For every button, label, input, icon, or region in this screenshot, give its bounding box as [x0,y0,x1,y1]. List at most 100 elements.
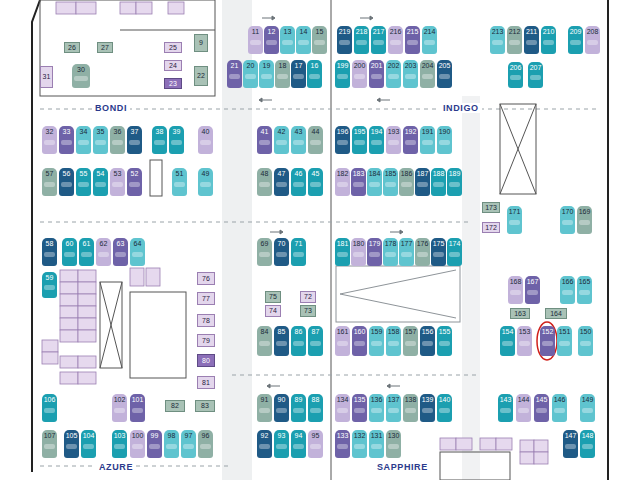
parking-space: 19 [259,60,274,88]
windshield [518,408,529,413]
parking-space: 166 [560,276,575,304]
parking-space: 169 [577,206,592,234]
parking-space: 150 [578,326,593,356]
aisle-lines [40,109,600,466]
storage-box: 9 [194,34,208,52]
space-number: 82 [166,401,184,411]
space-number: 212 [507,26,522,36]
storage-box: 163 [510,308,530,319]
windshield [509,220,520,225]
space-number: 59 [42,272,57,282]
space-number: 17 [291,60,306,70]
parking-space: 59 [42,272,57,298]
space-number: 103 [112,430,127,440]
windshield [492,40,503,45]
windshield [401,252,412,257]
windshield [373,40,384,45]
parking-space: 90 [274,394,289,422]
parking-space: 87 [308,326,323,356]
space-number: 97 [181,430,196,440]
space-number: 86 [291,326,306,336]
space-number: 22 [195,67,207,85]
outer-wall [32,0,40,472]
windshield [371,74,382,79]
windshield [371,140,382,145]
space-number: 54 [93,168,108,178]
windshield [422,341,433,346]
space-number: 206 [508,62,523,72]
parking-space: 145 [534,394,549,422]
space-number: 41 [257,126,272,136]
storage-box: 81 [197,376,215,389]
parking-space: 153 [517,326,532,356]
space-number: 132 [352,430,367,440]
windshield [337,252,348,257]
parking-space: 193 [386,126,401,154]
parking-space: 155 [437,326,452,356]
windshield [542,341,553,346]
space-number: 196 [335,126,350,136]
windshield [293,140,304,145]
space-number: 24 [165,61,181,70]
parking-space: 175 [431,238,446,266]
windshield [500,408,511,413]
space-number: 146 [552,394,567,404]
parking-space: 134 [335,394,350,422]
windshield [388,341,399,346]
windshield [580,341,591,346]
parking-space: 168 [508,276,523,304]
parking-space: 138 [403,394,418,422]
parking-space: 144 [516,394,531,422]
parking-space: 13 [280,26,295,54]
parking-space: 154 [500,326,515,356]
space-number: 26 [65,43,79,52]
storage-box: 24 [164,60,182,71]
windshield [390,40,401,45]
parking-space: 209 [568,26,583,54]
space-number: 195 [352,126,367,136]
parking-space: 183 [351,168,366,196]
windshield [385,252,396,257]
parking-space: 218 [354,26,369,54]
windshield [112,182,123,187]
windshield [293,182,304,187]
parking-space: 200 [352,60,367,88]
space-number: 79 [198,335,214,346]
parking-space: 52 [127,168,142,196]
parking-space: 97 [181,430,196,458]
space-number: 174 [447,238,462,248]
space-number: 43 [291,126,306,136]
windshield [154,140,165,145]
space-number: 85 [274,326,289,336]
space-number: 44 [308,126,323,136]
space-number: 63 [113,238,128,248]
space-number: 87 [308,326,323,336]
space-number: 139 [420,394,435,404]
parking-space: 62 [96,238,111,266]
windshield [353,252,364,257]
windshield [293,444,304,449]
parking-space: 187 [415,168,430,196]
windshield [310,444,321,449]
parking-space: 41 [257,126,272,154]
storage-box: 23 [164,78,182,89]
windshield [559,341,570,346]
windshield [276,182,287,187]
space-number: 61 [79,238,94,248]
space-number: 93 [274,430,289,440]
space-number: 159 [369,326,384,336]
space-number: 19 [259,60,274,70]
space-number: 34 [76,126,91,136]
windshield [309,74,320,79]
windshield [259,140,270,145]
windshield [565,444,576,449]
space-number: 62 [96,238,111,248]
windshield [388,74,399,79]
windshield [129,182,140,187]
direction-arrows [259,16,403,388]
space-number: 55 [76,168,91,178]
space-number: 39 [169,126,184,136]
parking-space: 176 [415,238,430,266]
windshield [405,140,416,145]
windshield [44,285,55,290]
